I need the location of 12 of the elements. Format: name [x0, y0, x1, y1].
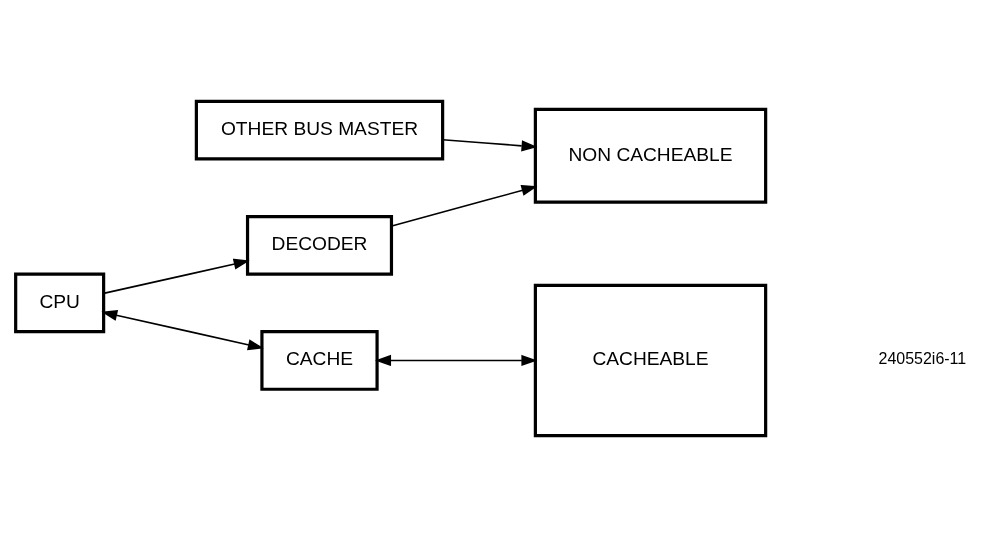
- arrow: [391, 185, 538, 227]
- arrow: [375, 354, 538, 367]
- arrow: [441, 138, 538, 152]
- node-box: CACHE: [260, 330, 379, 391]
- node-box: CACHEABLE: [533, 283, 768, 438]
- node-box: DECODER: [245, 214, 394, 276]
- arrow: [101, 309, 264, 351]
- arrow: [102, 258, 250, 295]
- node-box: CPU: [14, 272, 106, 334]
- node-box: NON CACHEABLE: [533, 107, 768, 204]
- label: 240552i6-11: [878, 350, 967, 368]
- node-box: OTHER BUS MASTER: [194, 99, 445, 161]
